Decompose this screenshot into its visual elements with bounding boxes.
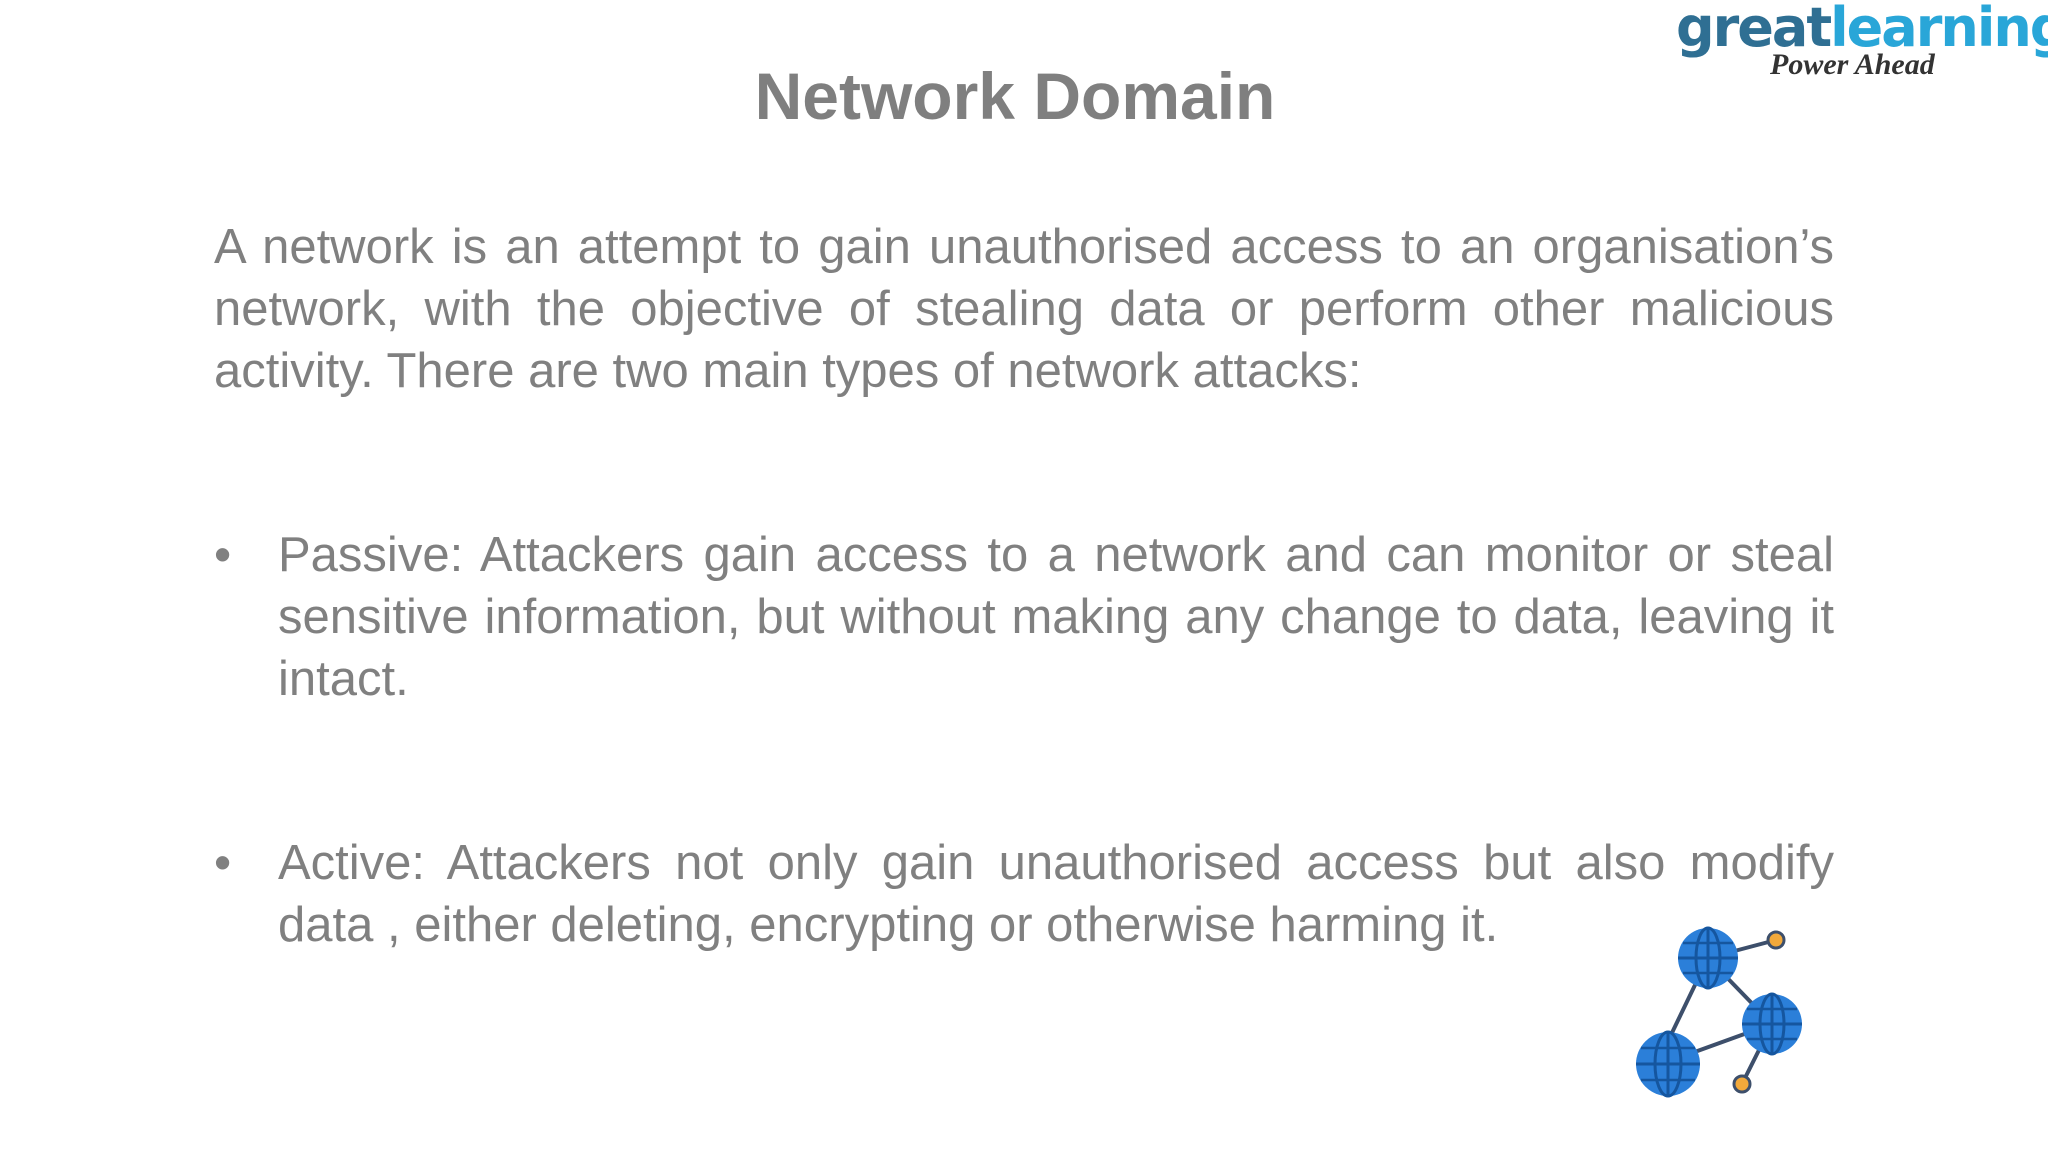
- slide-title: Network Domain: [754, 59, 1276, 133]
- network-globes-icon: [1636, 926, 1802, 1098]
- bullet-marker: •: [214, 836, 232, 890]
- bullet-passive: • Passive: Attackers gain access to a ne…: [214, 524, 1834, 710]
- logo-tagline: Power Ahead: [1770, 48, 1935, 81]
- bullet-marker: •: [214, 528, 232, 582]
- attack-types-list: • Passive: Attackers gain access to a ne…: [214, 524, 1834, 956]
- bullet-active-text: Active: Attackers not only gain unauthor…: [278, 836, 1834, 952]
- logo-word-great: great: [1676, 0, 1832, 59]
- bullet-active: • Active: Attackers not only gain unauth…: [214, 832, 1834, 956]
- intro-paragraph: A network is an attempt to gain unauthor…: [214, 220, 1834, 398]
- bullet-passive-text: Passive: Attackers gain access to a netw…: [278, 528, 1834, 706]
- logo-wordmark: greatlearning: [1676, 0, 2048, 56]
- greatlearning-logo: greatlearning Power Ahead: [1676, 0, 2048, 81]
- logo-word-learning: learning: [1830, 0, 2048, 59]
